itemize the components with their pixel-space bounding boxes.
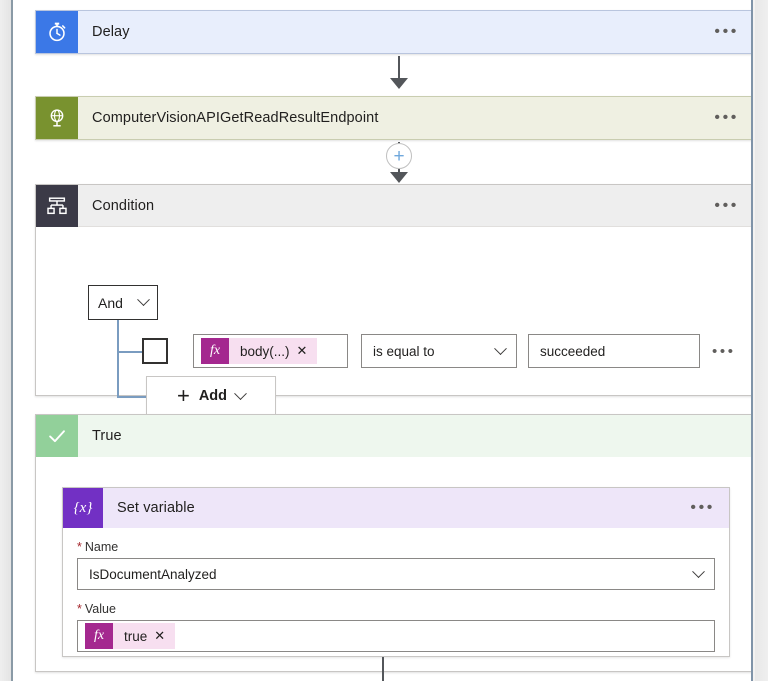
condition-operator-dropdown[interactable]: is equal to [361,334,517,368]
condition-add-button[interactable]: + Add [146,376,276,416]
delay-card-menu-button[interactable]: ••• [714,23,739,40]
variable-name-value: IsDocumentAnalyzed [89,566,217,582]
condition-logic-operator-dropdown[interactable]: And [88,285,158,320]
name-field-label: *Name [77,540,729,554]
stopwatch-icon [36,11,78,53]
plus-glyph: + [393,145,405,167]
chevron-down-icon [234,386,247,400]
value-label-text: Value [84,602,116,616]
condition-right-operand-input[interactable]: succeeded [528,334,700,368]
required-asterisk: * [77,602,82,616]
dynamic-content-token[interactable]: fx body(...) ✕ [201,338,318,364]
condition-connector-add [117,396,146,398]
token-label: body(...) [240,343,290,359]
condition-left-operand-field[interactable]: fx body(...) ✕ [193,334,348,368]
set-variable-icon: {x} [63,488,103,528]
globe-icon [36,97,78,139]
set-variable-header[interactable]: {x} Set variable ••• [63,488,729,528]
condition-add-label: Add [198,388,228,404]
delay-card-header[interactable]: Delay ••• [36,11,751,53]
required-asterisk: * [77,540,82,554]
expression-fx-icon: fx [201,338,229,364]
flow-node-condition[interactable]: Condition ••• And fx body(...) ✕ is equa… [35,184,751,416]
flow-node-set-variable[interactable]: {x} Set variable ••• *Name IsDocumentAna… [62,487,730,657]
connector-line-delay-http [398,56,400,85]
value-field-label: *Value [77,602,729,616]
set-variable-glyph: {x} [73,499,93,516]
condition-card-header[interactable]: Condition ••• [36,184,751,227]
left-gutter [0,0,11,681]
variable-value-input[interactable]: fx true ✕ [77,620,715,652]
flow-designer-canvas: Delay ••• ComputerVisionAPIGetReadResult… [11,0,753,681]
token-label: true [124,628,148,644]
plus-icon: + [176,383,190,408]
condition-row-checkbox[interactable] [142,338,168,364]
condition-card-menu-button[interactable]: ••• [714,196,739,214]
expression-fx-icon: fx [85,623,113,649]
chevron-down-icon [692,564,705,578]
variable-name-select[interactable]: IsDocumentAnalyzed [77,558,715,590]
dynamic-content-token[interactable]: fx true ✕ [85,623,176,649]
flow-branch-true[interactable]: True {x} Set variable ••• *Name IsDocume… [35,414,751,672]
condition-logic-operator-value: And [98,294,123,311]
condition-card-title: Condition [92,197,155,214]
token-remove-icon[interactable]: ✕ [296,343,308,358]
connector-arrow-http-condition [390,172,408,183]
condition-row-menu-button[interactable]: ••• [712,343,736,360]
flow-node-computervision-endpoint[interactable]: ComputerVisionAPIGetReadResultEndpoint •… [35,96,751,140]
chevron-down-icon [137,293,150,307]
condition-operator-value: is equal to [373,343,435,359]
connector-arrow-delay-http [390,78,408,89]
connector-line-setvariable-next [382,657,384,681]
true-branch-header[interactable]: True [36,415,751,457]
http-card-header[interactable]: ComputerVisionAPIGetReadResultEndpoint •… [36,97,751,139]
true-branch-title: True [92,428,122,444]
condition-branch-icon [36,184,78,227]
condition-connector-vertical [117,320,119,397]
right-scroll-gutter[interactable] [755,0,768,681]
set-variable-title: Set variable [117,500,195,516]
http-card-menu-button[interactable]: ••• [714,109,739,126]
condition-right-operand-value: succeeded [540,343,606,359]
http-card-title: ComputerVisionAPIGetReadResultEndpoint [92,110,379,126]
token-remove-icon[interactable]: ✕ [154,628,166,643]
delay-card-title: Delay [92,24,130,40]
insert-step-button-1[interactable]: + [386,143,412,169]
set-variable-menu-button[interactable]: ••• [690,499,715,516]
name-label-text: Name [84,540,119,554]
checkmark-icon [36,415,78,457]
flow-node-delay[interactable]: Delay ••• [35,10,751,54]
condition-connector-row [117,351,142,353]
chevron-down-icon [494,341,507,355]
condition-body: And fx body(...) ✕ is equal to succeeded [36,227,751,416]
